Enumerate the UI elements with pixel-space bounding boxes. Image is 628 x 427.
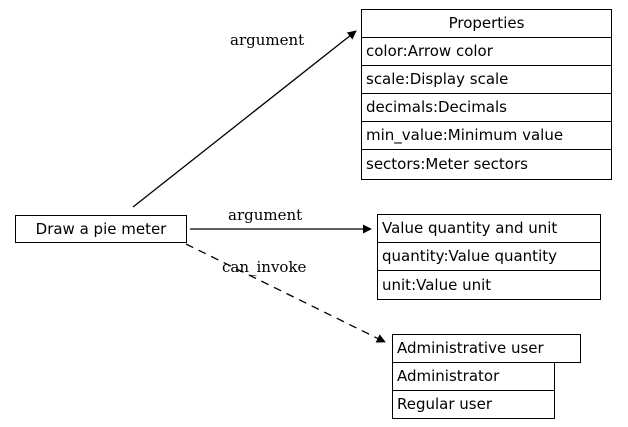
table-administrative-user-row[interactable]: Administrator xyxy=(392,362,555,391)
table-properties-row[interactable]: sectors:Meter sectors xyxy=(361,149,612,180)
edge-can-invoke-admin xyxy=(185,243,386,343)
table-properties-header[interactable]: Properties xyxy=(361,9,612,38)
table-administrative-user-row[interactable]: Regular user xyxy=(392,390,555,419)
table-properties-row[interactable]: color:Arrow color xyxy=(361,37,612,66)
table-value-quantity-and-unit-row[interactable]: unit:Value unit xyxy=(377,270,601,300)
table-value-quantity-and-unit-row[interactable]: quantity:Value quantity xyxy=(377,242,601,271)
edge-label-can-invoke: can_invoke xyxy=(222,258,307,276)
table-administrative-user-header[interactable]: Administrative user xyxy=(392,334,581,363)
table-properties-row[interactable]: decimals:Decimals xyxy=(361,93,612,122)
edge-argument-properties xyxy=(132,30,357,208)
node-draw-a-pie-meter-label: Draw a pie meter xyxy=(35,219,167,238)
table-properties-row[interactable]: scale:Display scale xyxy=(361,65,612,94)
table-properties-row[interactable]: min_value:Minimum value xyxy=(361,121,612,150)
edge-label-argument-properties: argument xyxy=(230,31,305,49)
table-value-quantity-and-unit-header[interactable]: Value quantity and unit xyxy=(377,214,601,243)
edge-label-argument-value: argument xyxy=(228,206,303,224)
node-draw-a-pie-meter[interactable]: Draw a pie meter xyxy=(15,215,187,243)
